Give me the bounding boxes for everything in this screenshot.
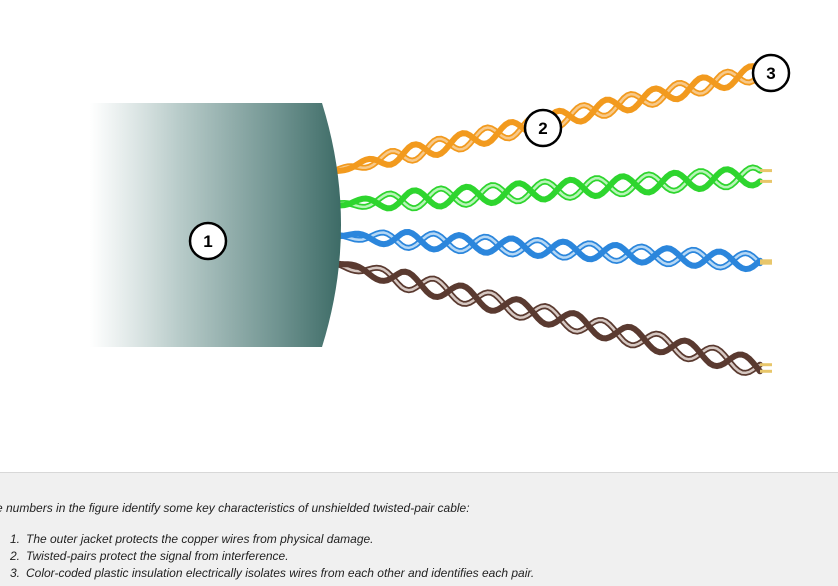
- callouts: 1 2 3: [188, 53, 791, 261]
- callout-2: 2: [523, 108, 563, 148]
- callout-3: 3: [751, 53, 791, 93]
- callout-number: 2: [538, 119, 547, 138]
- callout-1: 1: [188, 221, 228, 261]
- caption-panel: e numbers in the figure identify some ke…: [0, 472, 838, 586]
- caption-item-text: Twisted-pairs protect the signal from in…: [26, 549, 289, 563]
- callout-number: 1: [203, 232, 212, 251]
- callout-circle: [523, 108, 563, 148]
- caption-intro: e numbers in the figure identify some ke…: [0, 501, 470, 515]
- caption-item-text: The outer jacket protects the copper wir…: [26, 532, 374, 546]
- wire-brown-stripe: [329, 260, 761, 375]
- callout-circle: [188, 221, 228, 261]
- wire-blue-solid: [327, 228, 763, 273]
- caption-item-number: 3.: [9, 566, 20, 580]
- twisted-pairs: [327, 63, 772, 376]
- utp-cable-figure: 1 2 3: [90, 53, 791, 376]
- callout-number: 3: [766, 64, 775, 83]
- twisted-pair-green: [327, 164, 772, 212]
- caption-item: 2. Twisted-pairs protect the signal from …: [6, 548, 534, 565]
- wire-brown-solid: [327, 259, 763, 375]
- caption-item-number: 2.: [9, 549, 20, 563]
- twisted-pair-brown: [327, 259, 772, 376]
- caption-item: 3. Color-coded plastic insulation electri…: [6, 565, 534, 582]
- caption-item-text: Color-coded plastic insulation electrica…: [26, 566, 535, 580]
- caption-list: 1. The outer jacket protects the copper w…: [6, 531, 534, 582]
- utp-cable-illustration: 1 2 3: [90, 53, 791, 376]
- wire-blue-stripe: [329, 231, 761, 269]
- callout-circle: [751, 53, 791, 93]
- twisted-pair-blue: [327, 228, 772, 273]
- caption-item: 1. The outer jacket protects the copper w…: [6, 531, 534, 548]
- caption-item-number: 1.: [9, 532, 20, 546]
- wire-green-solid: [327, 166, 763, 212]
